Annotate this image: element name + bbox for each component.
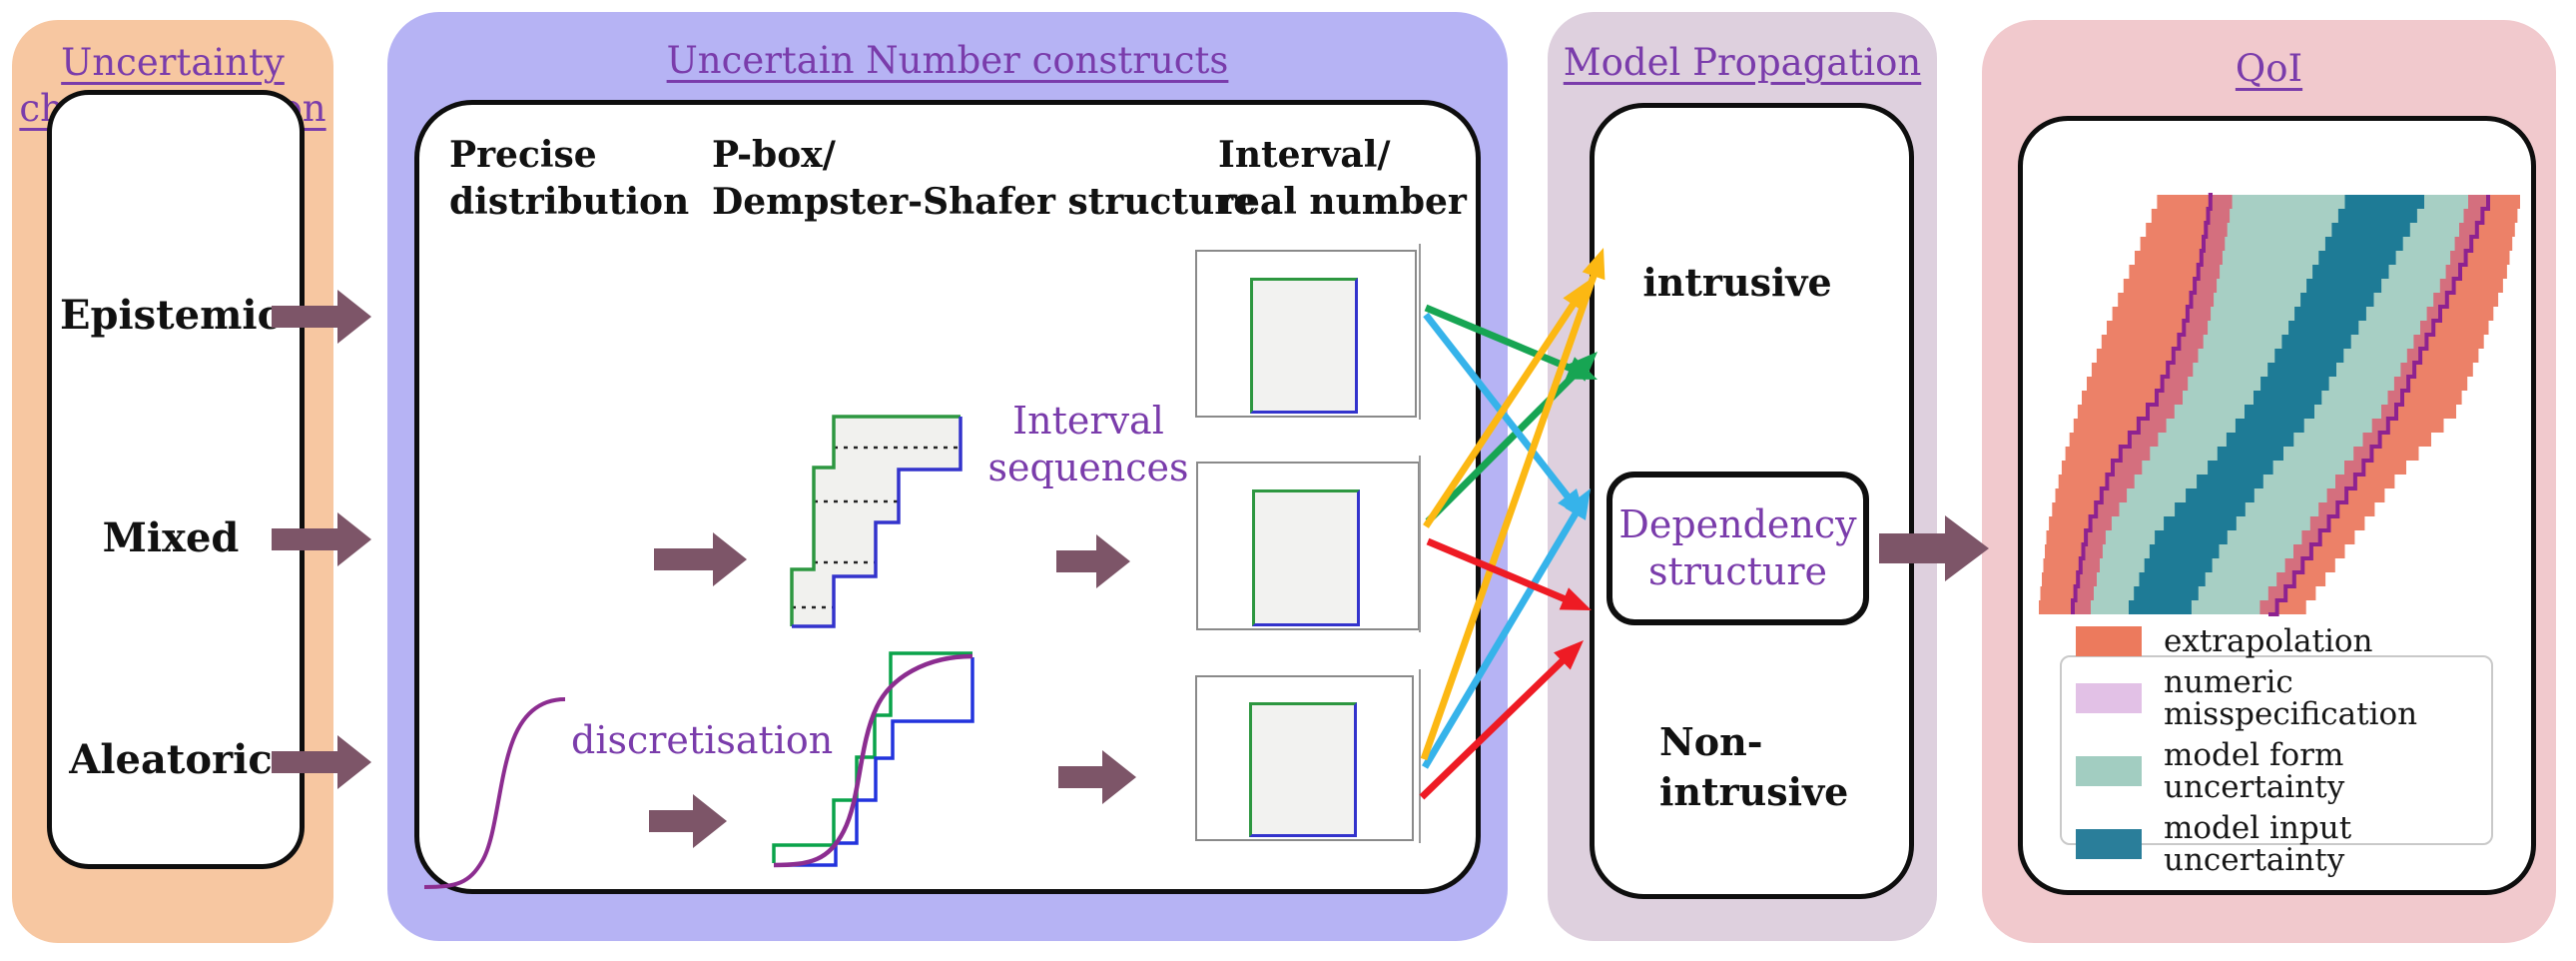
label-intrusive: intrusive (1642, 260, 1832, 305)
interval-box-2-axis-tick (1419, 456, 1421, 632)
panel-title-constructs-text: Uncertain Number constructs (666, 39, 1229, 82)
legend-item: numeric misspecification (2076, 666, 2477, 730)
interval-box-1 (1195, 250, 1417, 418)
legend-label: model input uncertainty (2164, 809, 2352, 878)
uncertainty-box (47, 90, 305, 869)
legend-item: model input uncertainty (2076, 812, 2477, 876)
interval-box-3-axis-tick (1419, 669, 1421, 843)
header-interval-real-number: Interval/real number (1218, 134, 1467, 223)
legend-swatch (2076, 828, 2142, 859)
header-pbox-dempster-shafer: P-box/Dempster-Shafer structure (712, 134, 1257, 223)
panel-title-qoi: QoI (1982, 46, 2556, 92)
interval-box-1-axis-tick (1419, 244, 1421, 420)
panel-title-propagation-text: Model Propagation (1563, 41, 1922, 84)
interval-box-3-interval (1249, 702, 1357, 837)
legend-swatch (2076, 625, 2142, 656)
label-aleatoric: Aleatoric (69, 736, 273, 783)
label-epistemic: Epistemic (60, 292, 282, 339)
interval-box-2-interval (1252, 489, 1360, 626)
legend-item: extrapolation (2076, 625, 2477, 657)
interval-box-3 (1195, 675, 1414, 841)
legend-swatch (2076, 755, 2142, 786)
interval-box-1-interval (1250, 278, 1358, 414)
label-non-intrusive: Non-intrusive (1659, 719, 1849, 814)
legend-label: model form uncertainty (2164, 736, 2345, 805)
legend-item: model form uncertainty (2076, 739, 2477, 803)
legend-swatch (2076, 682, 2142, 713)
panel-title-constructs: Uncertain Number constructs (387, 38, 1508, 84)
legend-label: numeric misspecification (2164, 663, 2418, 732)
panel-title-propagation: Model Propagation (1548, 40, 1937, 86)
label-mixed: Mixed (102, 514, 240, 561)
legend-label: extrapolation (2164, 622, 2373, 659)
panel-title-qoi-text: QoI (2235, 47, 2303, 90)
label-discretisation: discretisation (571, 718, 834, 762)
interval-box-2 (1196, 462, 1420, 630)
